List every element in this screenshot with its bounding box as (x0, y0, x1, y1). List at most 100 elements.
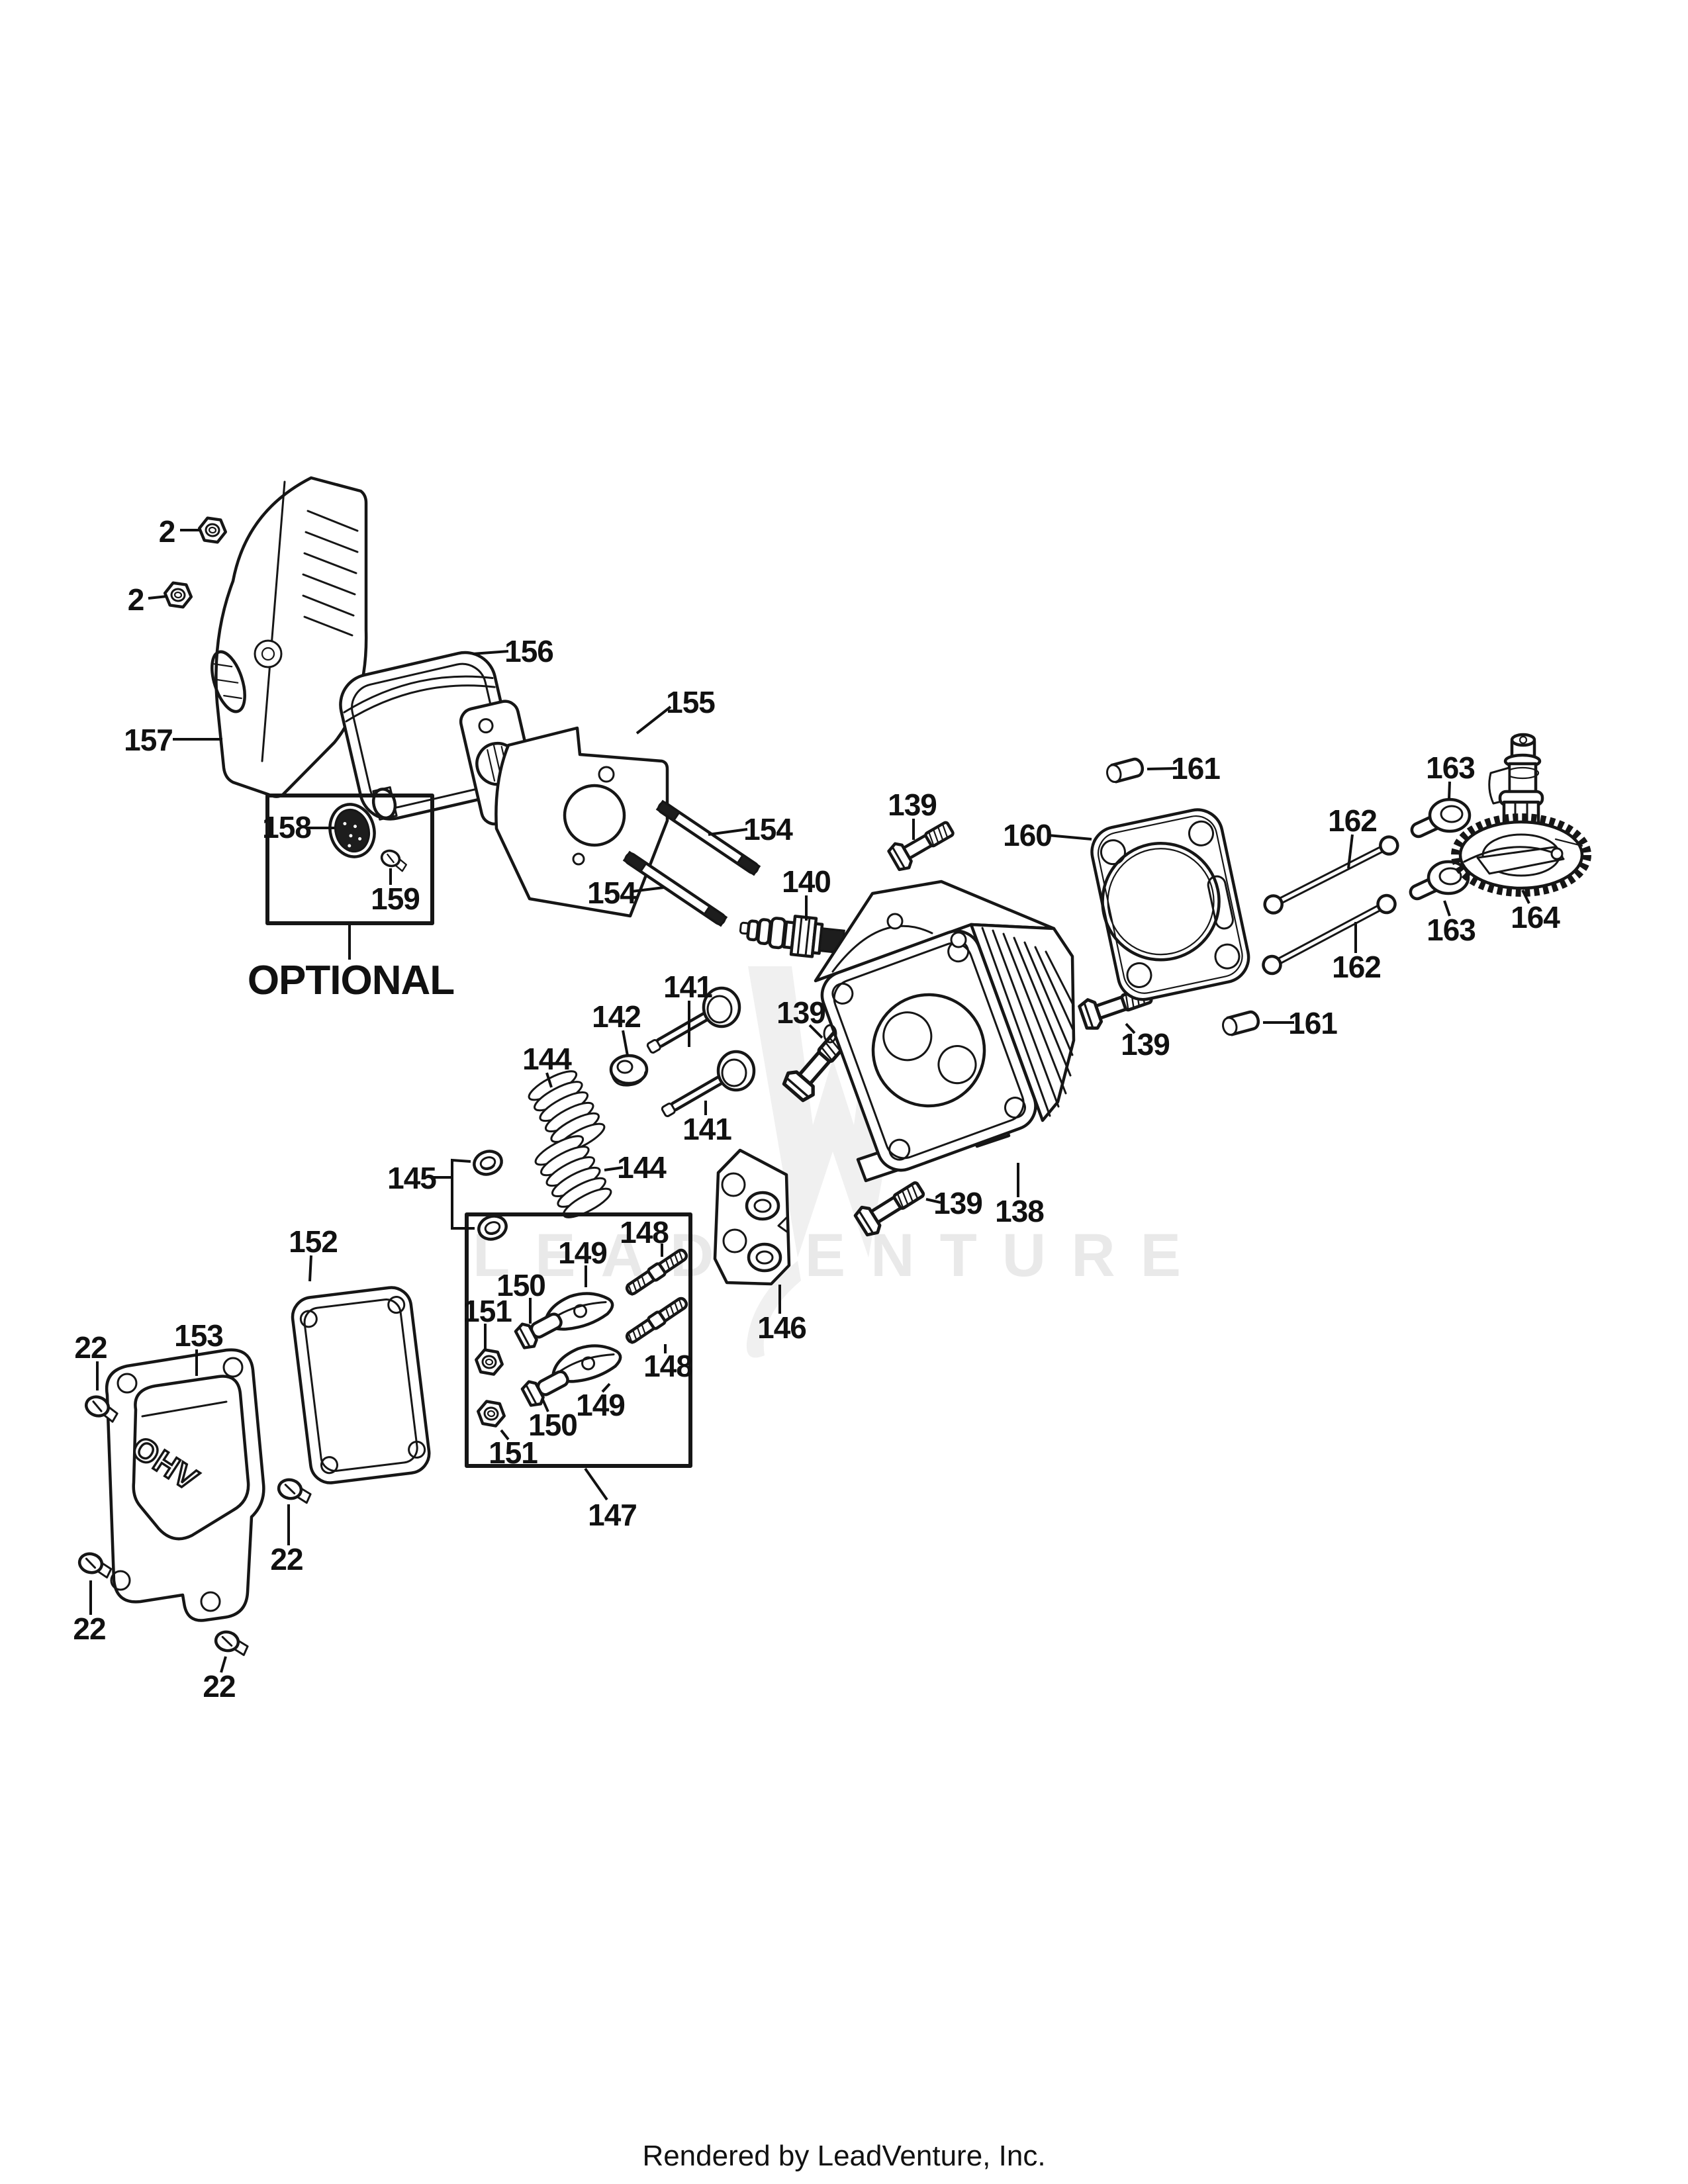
callout-rocker-pivot-bolt-150: 150 (496, 1268, 545, 1302)
callout-rocker-pivot-bolt-150: 150 (528, 1408, 577, 1442)
optional-inset-box: OPTIONAL (248, 794, 455, 1003)
rocker-nut-1 (474, 1349, 504, 1375)
callout-valve-cover-gasket-152: 152 (289, 1224, 338, 1259)
optional-label: OPTIONAL (248, 958, 454, 1003)
leader-head-gasket-15 (1047, 834, 1092, 841)
valve-cover-screw-4 (214, 1630, 250, 1656)
callout-valve-cover-screw-22: 22 (74, 1330, 107, 1365)
rocker-pivot-bolt-1 (514, 1307, 566, 1350)
rocker-stud-2 (624, 1296, 688, 1345)
callout-shield-flange-nut-2: 2 (128, 582, 144, 617)
callout-rocker-arm-149: 149 (558, 1236, 607, 1270)
rocker-pivot-bolt-2 (521, 1365, 573, 1408)
callout-valve-spring-cap-142: 142 (592, 999, 641, 1034)
head-gasket (1090, 808, 1250, 1001)
callout-valve-spring-144: 144 (617, 1150, 667, 1185)
spark-plug (739, 915, 853, 958)
valve-tappet-1 (1410, 799, 1470, 839)
callout-rocker-nut-151: 151 (463, 1294, 512, 1328)
callout-valve-tappet-163: 163 (1427, 913, 1476, 947)
callout-cylinder-stud-154: 154 (743, 812, 793, 846)
callout-valve-cover-screw-22: 22 (270, 1542, 303, 1576)
callout-head-bolt-139: 139 (776, 995, 825, 1030)
callout-dowel-pin-161: 161 (1288, 1006, 1337, 1040)
callout-rocker-stud-148: 148 (620, 1215, 669, 1250)
spring-retainer-1 (471, 1148, 504, 1177)
shield-flange-nut-1 (198, 517, 227, 543)
callout-valve-cover-screw-22: 22 (73, 1612, 105, 1646)
callout-head-bolt-139: 139 (1121, 1027, 1170, 1062)
valve-cover-screw-3 (77, 1551, 114, 1578)
leader-cylinder-stud-7 (708, 828, 748, 836)
leader-rocker-nut-38 (500, 1429, 510, 1441)
leader-dowel-pin-16 (1147, 767, 1178, 770)
leader-head-bolt-11 (808, 1024, 823, 1039)
leader-rocker-arm-34 (601, 1383, 611, 1393)
leader-muffler-3 (472, 650, 509, 655)
callout-rocker-stud-148: 148 (643, 1349, 692, 1383)
spark-arrestor-screen (328, 803, 376, 858)
callout-valve-141: 141 (663, 970, 712, 1004)
valve-spring-cap (609, 1054, 649, 1087)
callout-rocker-nut-151: 151 (489, 1435, 538, 1470)
callout-spark-arrestor-screen-158: 158 (262, 810, 311, 844)
callout-head-bolt-139: 139 (888, 788, 937, 822)
callout-rocker-arm-149: 149 (576, 1388, 625, 1422)
valve-2 (661, 1052, 754, 1117)
leader-valve-tappet-21 (1443, 900, 1451, 917)
callout-head-gasket-160: 160 (1003, 818, 1052, 852)
valve-cover: OHV (105, 1348, 265, 1622)
callout-push-rod-162: 162 (1332, 950, 1381, 984)
leader-exhaust-plate-gasket-4 (635, 705, 672, 735)
leader-valve-tappet-20 (1448, 781, 1451, 799)
callout-rocker-arm-kit-box-147: 147 (588, 1498, 637, 1532)
valve-spring-2 (531, 1130, 616, 1224)
push-rod-guide-plate (713, 1148, 791, 1286)
leader-spring-retainer-28 (451, 1177, 475, 1230)
callout-valve-cover-153: 153 (174, 1318, 223, 1353)
callout-exhaust-plate-gasket-155: 155 (666, 685, 715, 719)
leader-cylinder-stud-8 (631, 886, 665, 893)
callout-cylinder-head-138: 138 (995, 1194, 1044, 1228)
shield-flange-nut-2 (164, 582, 193, 608)
camshaft (1451, 733, 1591, 897)
callout-valve-spring-144: 144 (522, 1042, 572, 1076)
callout-muffler-156: 156 (504, 634, 553, 668)
valve-cover-screw-2 (277, 1478, 312, 1504)
callout-push-rod-guide-plate-146: 146 (757, 1310, 806, 1345)
footer-credit: Rendered by LeadVenture, Inc. (642, 2140, 1045, 2172)
leader-push-rod-18 (1347, 834, 1354, 869)
leader-head-bolt-12 (925, 1198, 941, 1204)
callout-dowel-pin-161: 161 (1171, 751, 1220, 786)
leader-rocker-pivot-bolt-36 (541, 1399, 549, 1412)
cylinder-head (814, 880, 1076, 1183)
muffler-heat-shield (211, 476, 368, 798)
screen-screw (378, 847, 410, 873)
callout-spring-retainer-145: 145 (387, 1161, 436, 1195)
leader-valve-spring-cap-23 (622, 1030, 629, 1056)
callout-shield-flange-nut-2: 2 (159, 514, 175, 549)
leader-valve-cover-gasket-39 (308, 1255, 312, 1282)
callout-cylinder-stud-154: 154 (587, 876, 637, 910)
callout-push-rod-162: 162 (1328, 803, 1377, 838)
leader-valve-cover-screw-44 (220, 1656, 227, 1673)
dowel-pin-1 (1105, 758, 1145, 784)
callout-screen-screw-159: 159 (371, 882, 420, 916)
leader-head-bolt-13 (1125, 1023, 1136, 1034)
rocker-nut-2 (476, 1400, 506, 1427)
leader-spring-retainer-28 (432, 1158, 471, 1179)
callout-head-bolt-139: 139 (933, 1186, 982, 1220)
leader-valve-spring-27 (604, 1166, 624, 1171)
head-bolt-1 (887, 816, 957, 872)
leader-rocker-arm-kit-box-30 (584, 1467, 608, 1501)
leader-valve-spring-26 (545, 1072, 553, 1088)
callout-muffler-heat-shield-157: 157 (124, 723, 173, 757)
valve-cover-gasket (291, 1286, 431, 1484)
dowel-pin-2 (1221, 1011, 1260, 1036)
callout-camshaft-164: 164 (1511, 900, 1560, 934)
leader-shield-flange-nut-1 (148, 595, 167, 600)
rocker-arm-kit-box (465, 1212, 692, 1468)
